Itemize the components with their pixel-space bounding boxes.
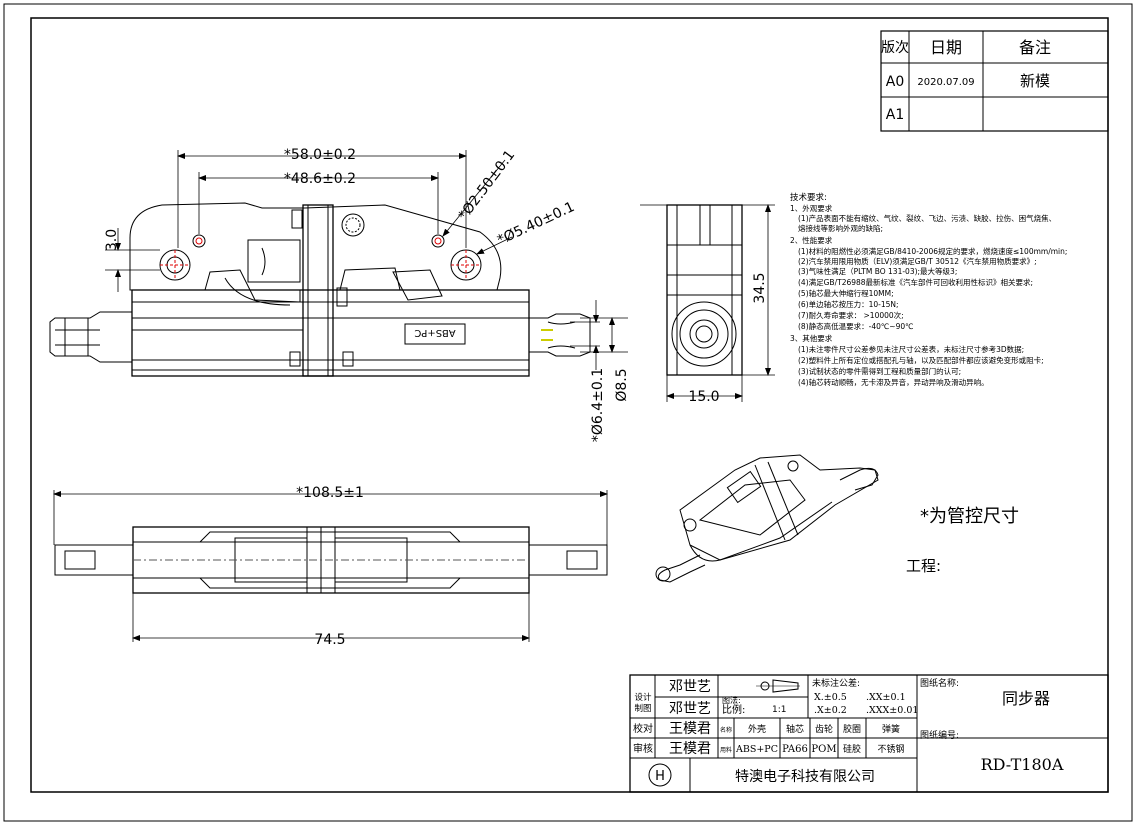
note-line-2: (1)产品表面不能有缩纹、气纹、裂纹、飞边、污渍、缺胶、拉伤、困气烧焦、 [798, 213, 1056, 223]
note-line-12: (8)静态高低温要求：-40℃~90℃ [798, 321, 914, 331]
dim-34-5: 34.5 [752, 272, 768, 303]
front-view [49, 202, 591, 377]
note-line-17: (4)轴芯转动顺畅，无卡滞及异音，异动异响及滑动异响。 [798, 377, 989, 387]
top-view [53, 490, 608, 642]
material-3: POM [811, 744, 836, 755]
dim-dia-6-4: *Ø6.4±0.1 [590, 368, 606, 442]
designer-name: 邓世艺 [669, 679, 711, 695]
note-line-4: 2、性能要求 [790, 235, 833, 245]
drawing-number: RD-T180A [981, 755, 1064, 774]
note-line-14: (1)未注零件尺寸公差参见未注尺寸公差表，未标注尺寸参考3D数据; [798, 344, 1024, 354]
material-col-label: 用料 [720, 746, 732, 754]
dim-48: *48.6±0.2 [284, 171, 356, 187]
notes-title: 技术要求: [790, 192, 827, 203]
rev-a0: A0 [886, 74, 904, 90]
note-line-6: (2)汽车禁用限用物质（ELV)须满足GB/T 30512《汽车禁用物质要求》; [798, 256, 1037, 266]
part-1: 外壳 [748, 723, 766, 735]
isometric-view [655, 454, 879, 583]
front-dimensions [105, 150, 628, 370]
tol-2: .XX±0.1 [866, 692, 906, 703]
note-header: 备注 [1019, 38, 1051, 57]
note-a0: 新模 [1020, 72, 1050, 90]
note-line-10: (6)单边轴芯按压力：10-15N; [798, 299, 899, 309]
dim-dia-2-50: *Ø2.50±0.1 [455, 147, 518, 223]
rev-header: 版次 [881, 40, 909, 56]
project-label: 工程: [906, 557, 941, 575]
tol-4: .XXX±0.01 [866, 705, 918, 716]
reviewer-name: 王模君 [669, 741, 711, 757]
note-line-13: 3、其他要求 [790, 333, 833, 343]
drafter-name: 邓世艺 [669, 701, 711, 717]
dim-74-5: 74.5 [314, 632, 345, 648]
part-2: 轴芯 [786, 723, 804, 735]
dim-dia-5-40: *Ø5.40±0.1 [495, 199, 577, 249]
dim-15: 15.0 [688, 389, 719, 405]
tol-3: .X±0.2 [814, 705, 847, 716]
scale-value: 1:1 [772, 705, 786, 715]
name-col-label: 名称 [720, 726, 732, 734]
sheet-label: 图法: [722, 695, 741, 705]
check-label: 校对 [633, 722, 653, 735]
control-dimension-note: *为管控尺寸 [920, 506, 1019, 527]
note-line-3: 熔接线等影响外观的缺陷; [798, 223, 883, 233]
date-header: 日期 [930, 38, 962, 57]
note-line-15: (2)塑料件上所有定位或搭配孔与轴，以及匹配部件都应该避免变形或阻卡; [798, 355, 1044, 365]
part-4: 胶圈 [843, 723, 861, 735]
part-marking: ABS+PC [414, 327, 455, 338]
note-line-5: (1)材料的阻燃性必须满足GB/8410-2006规定的要求，燃烧速度≤100m… [798, 246, 1067, 256]
revision-table: 版次 日期 备注 A0 2020.07.09 新模 A1 [880, 30, 1109, 132]
tolerance-title: 未标注公差: [812, 677, 860, 689]
title-block [629, 674, 1109, 793]
material-4: 硅胶 [843, 743, 861, 755]
note-line-9: (5)轴芯最大伸缩行程10MM; [798, 288, 894, 298]
dim-dia-8-5: Ø8.5 [614, 368, 630, 401]
dim-108-5: *108.5±1 [296, 485, 364, 501]
material-5: 不锈钢 [877, 743, 904, 755]
technical-notes: 技术要求: 1、外观要求 (1)产品表面不能有缩纹、气纹、裂纹、飞边、污渍、缺胶… [790, 192, 1067, 387]
side-view [640, 204, 775, 402]
tol-1: X.±0.5 [814, 692, 847, 703]
material-1: ABS+PC [735, 744, 778, 755]
date-a0: 2020.07.09 [917, 77, 974, 88]
design-label: 设计 [634, 692, 652, 703]
checker-name: 王模君 [669, 721, 711, 737]
material-2: PA66 [782, 744, 808, 755]
draw-label: 制图 [634, 703, 651, 714]
company-name: 特澳电子科技有限公司 [735, 769, 875, 785]
inner-border [30, 17, 1109, 793]
drawing-number-label: 图纸编号: [920, 729, 959, 741]
company-logo: H [655, 769, 665, 784]
review-label: 审核 [633, 742, 653, 755]
dim-58: *58.0±0.2 [284, 147, 356, 163]
note-line-8: (4)满足GB/T26988最新标准《汽车部件可回收利用性标识》相关要求; [798, 277, 1033, 287]
note-line-7: (3)气味性满足（PLTM BO 131-03);最大等级3; [798, 266, 957, 276]
note-line-11: (7)耐久寿命要求： >10000次; [798, 310, 904, 320]
drawing-name: 同步器 [1002, 689, 1050, 708]
scale-label: 比例: [722, 703, 745, 716]
drawing-name-label: 图纸名称: [920, 677, 959, 689]
part-5: 弹簧 [882, 723, 900, 735]
dim-3: 3.0 [104, 229, 120, 251]
rev-a1: A1 [886, 107, 904, 123]
part-3: 齿轮 [815, 723, 833, 735]
note-line-16: (3)试制状态的零件需得到工程和质量部门的认可; [798, 366, 961, 376]
outer-border [3, 3, 1133, 822]
note-line-1: 1、外观要求 [790, 203, 833, 213]
